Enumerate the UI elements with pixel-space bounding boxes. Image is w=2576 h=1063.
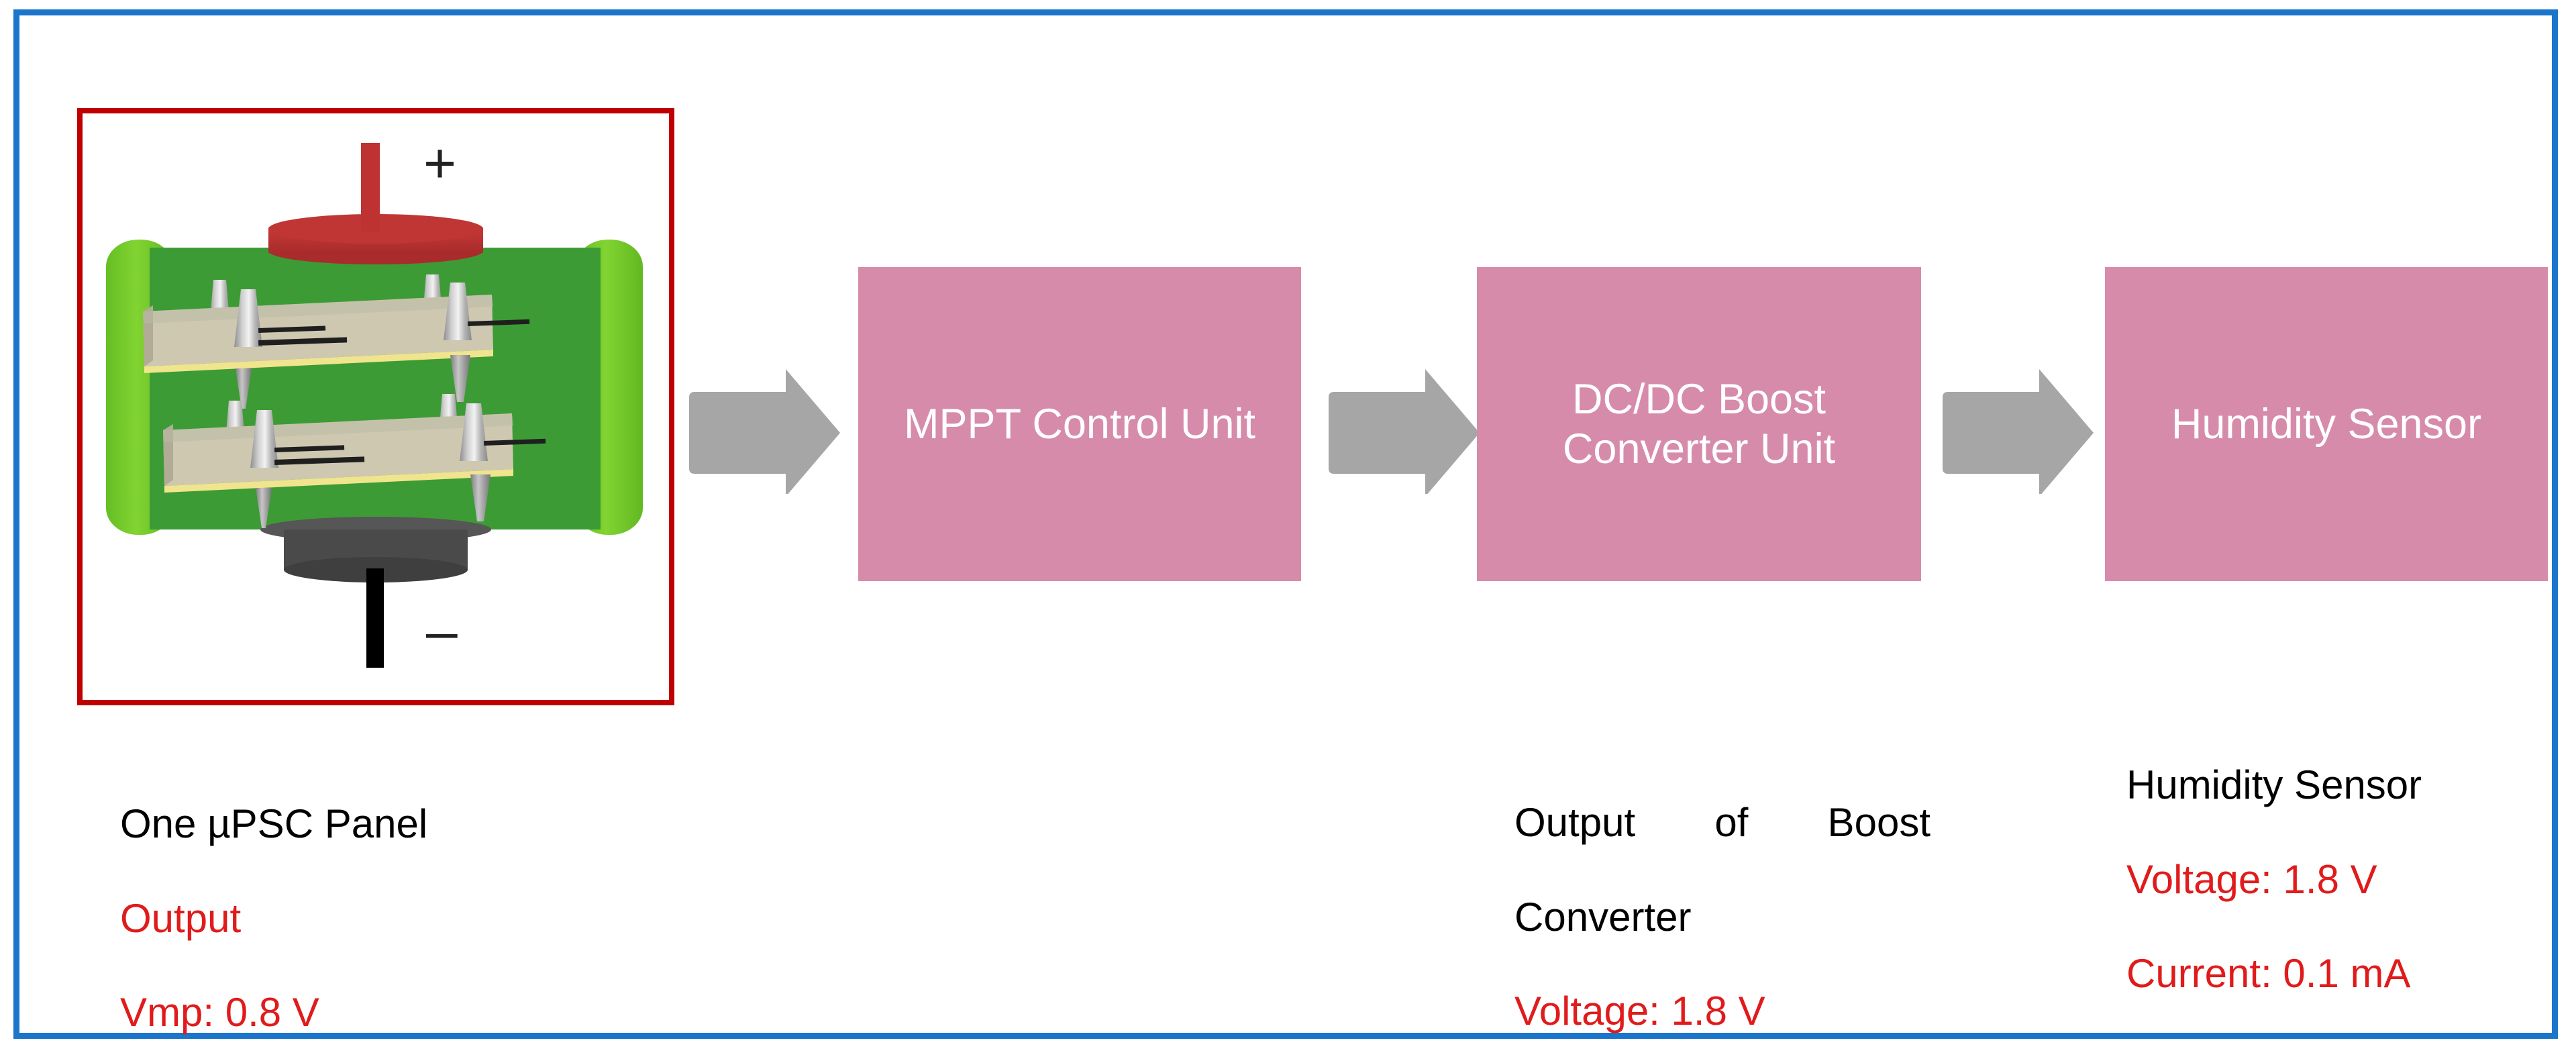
caption-boost-title-line1: Output of Boost — [1514, 800, 1930, 846]
arrow-boost-to-sensor-icon — [1939, 366, 2098, 494]
negative-terminal — [260, 517, 491, 668]
caption-sensor-title: Humidity Sensor — [2126, 762, 2422, 808]
caption-boost-voltage: Voltage: 1.8 V — [1514, 988, 1765, 1033]
block-humidity-sensor[interactable]: Humidity Sensor — [2105, 267, 2548, 581]
positive-sign-label: + — [423, 132, 456, 195]
caption-panel-title: One µPSC Panel — [120, 801, 428, 847]
arrow-panel-to-mppt-icon — [685, 366, 844, 494]
block-mppt-control-unit[interactable]: MPPT Control Unit — [858, 267, 1301, 581]
upper-cell-slab — [143, 274, 530, 409]
arrow-mppt-to-boost-icon — [1325, 366, 1484, 494]
caption-panel-subtitle: Output — [120, 895, 242, 941]
negative-sign-label: – — [426, 599, 458, 662]
positive-terminal — [268, 143, 483, 264]
caption-sensor-current: Current: 0.1 mA — [2126, 950, 2411, 996]
lower-cell-slab — [163, 394, 546, 528]
caption-boost: Output of Boost Converter Voltage: 1.8 V… — [1514, 752, 1930, 1063]
upsc-panel-illustration: + – — [106, 132, 643, 668]
caption-panel-voltage: Vmp: 0.8 V — [120, 989, 319, 1035]
caption-sensor-voltage: Voltage: 1.8 V — [2126, 856, 2377, 902]
caption-panel: One µPSC Panel Output Vmp: 0.8 V Imp: 0.… — [120, 754, 630, 1063]
outer-blue-frame: + – — [13, 9, 2558, 1039]
upsc-panel-highlight-box: + – — [77, 108, 674, 705]
caption-boost-title-line2: Converter — [1514, 894, 1692, 940]
block-dcdc-boost-converter-unit[interactable]: DC/DC Boost Converter Unit — [1477, 267, 1921, 581]
caption-sensor: Humidity Sensor Voltage: 1.8 V Current: … — [2126, 715, 2569, 1044]
